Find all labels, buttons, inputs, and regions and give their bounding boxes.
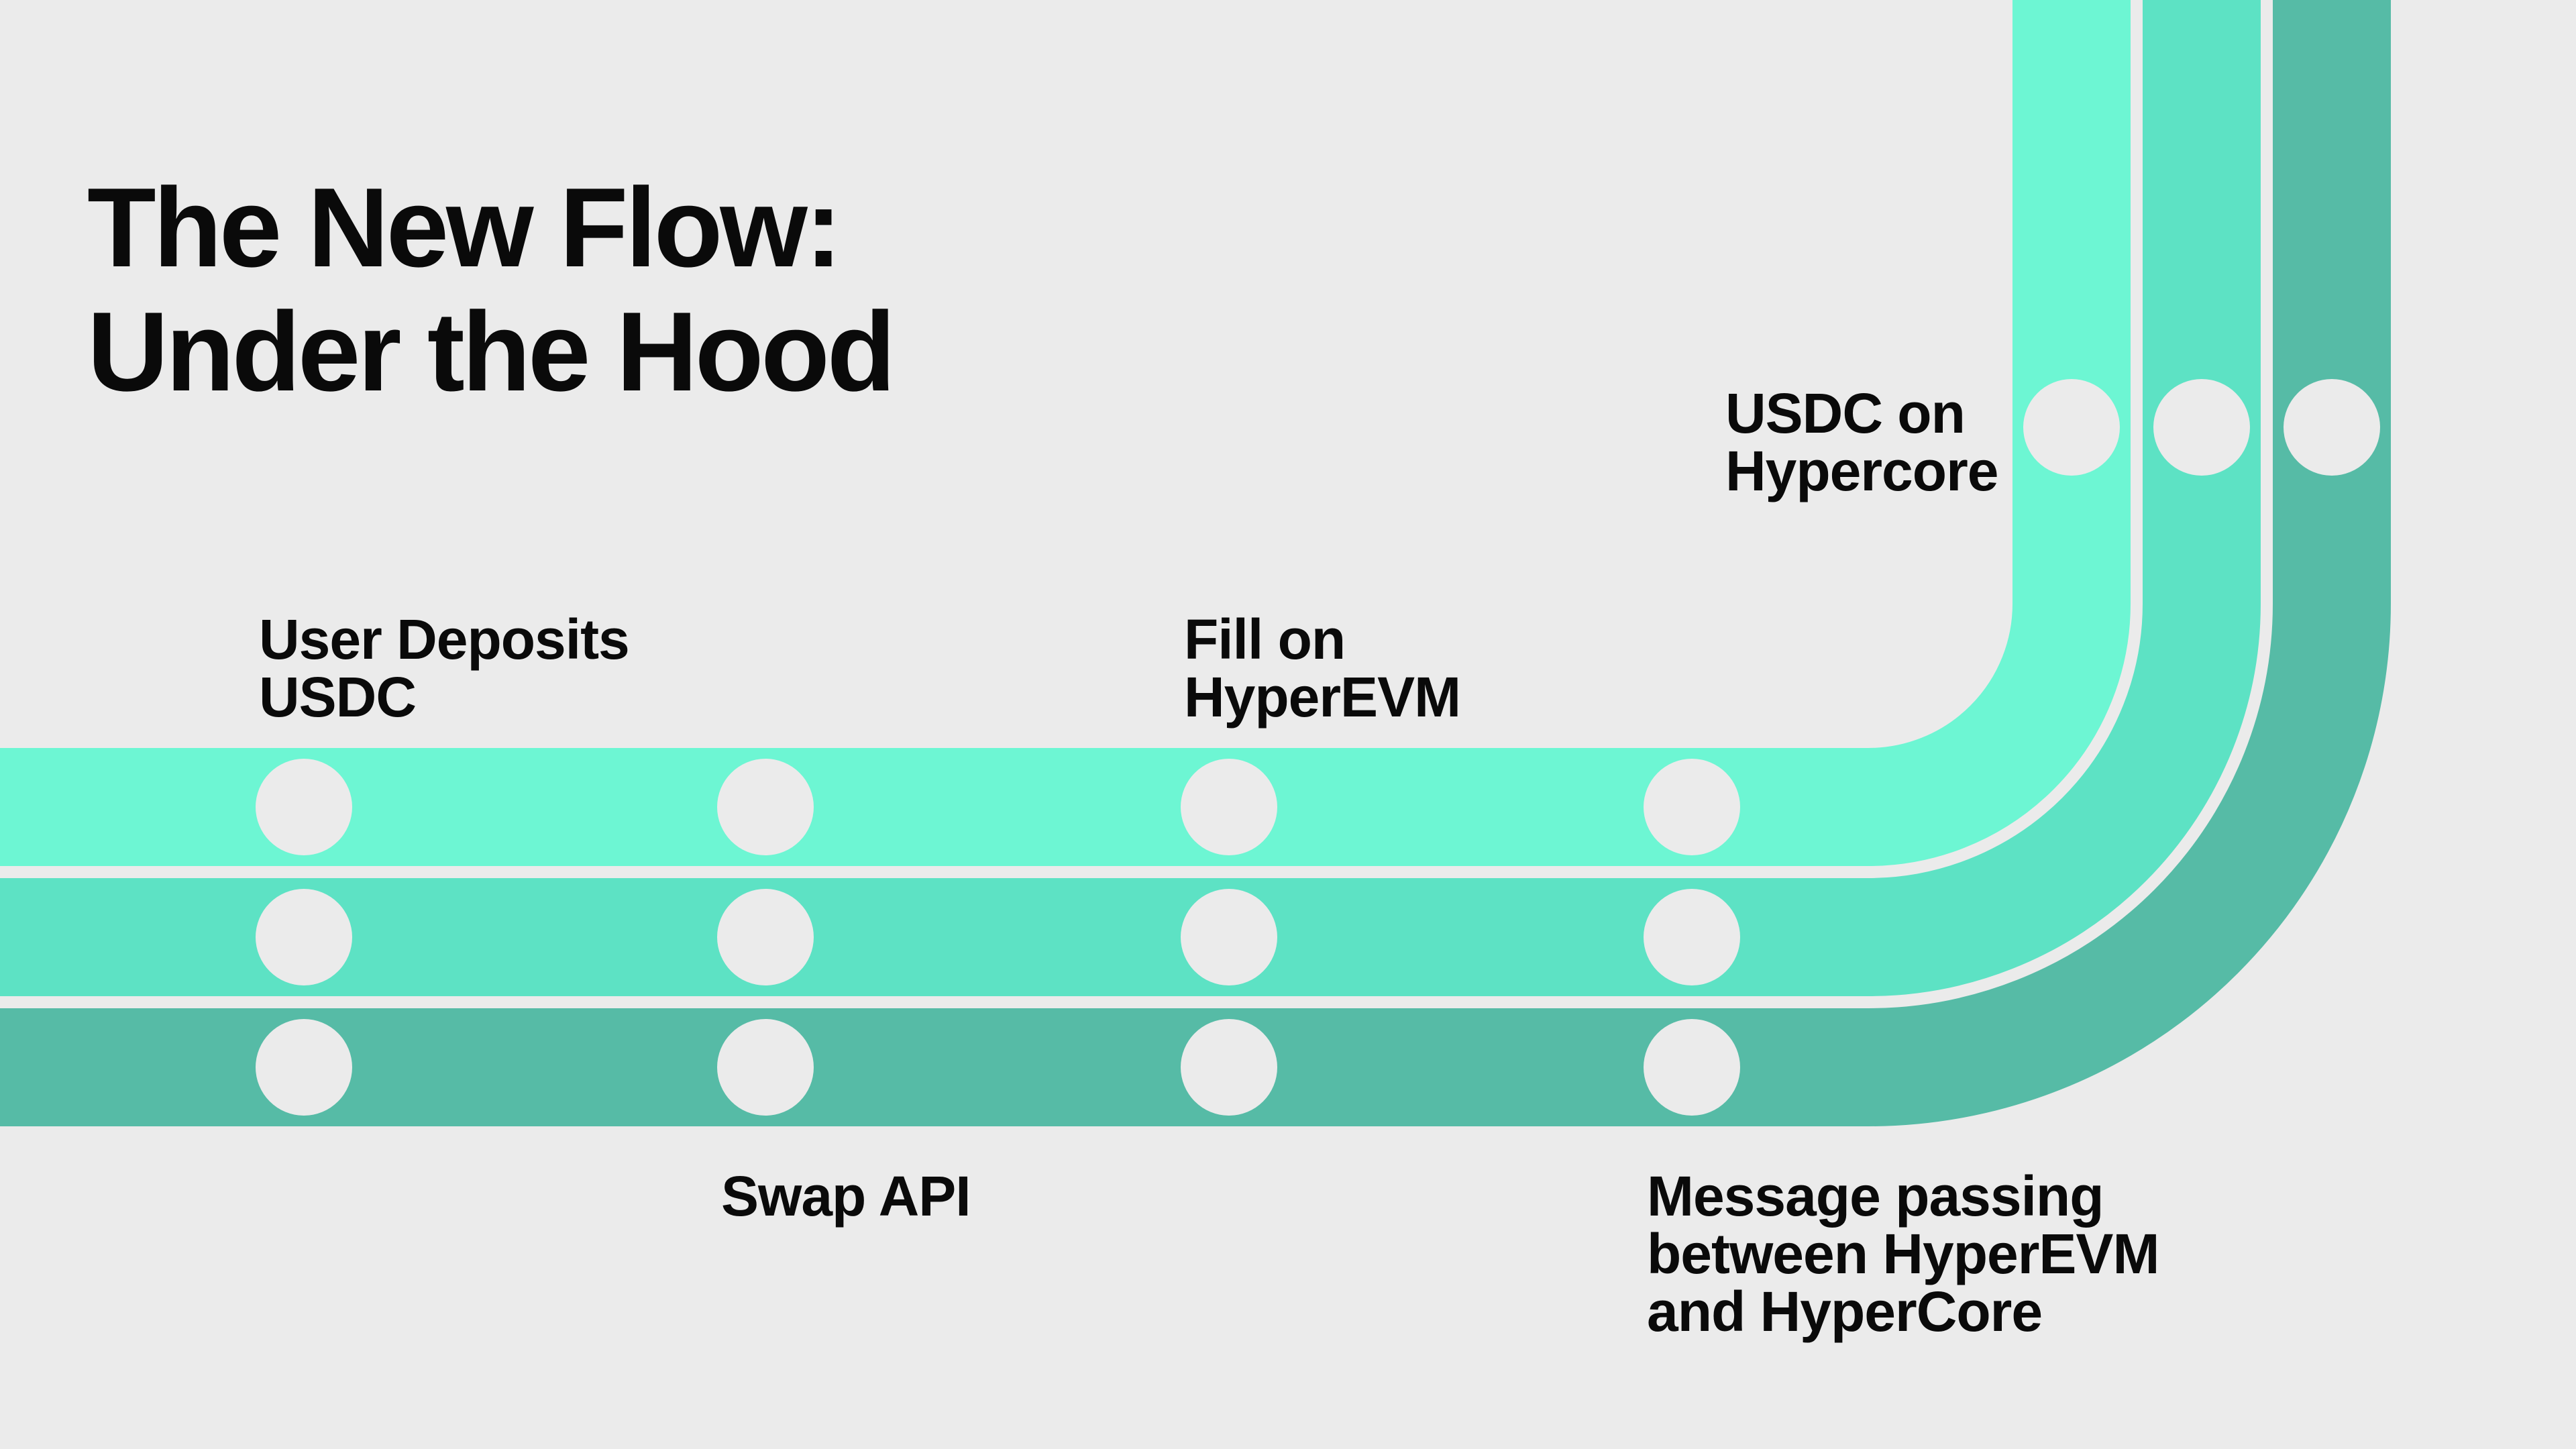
- station-label-line: User Deposits: [259, 608, 630, 671]
- station-dot: [1644, 759, 1740, 855]
- station-label-swap-api: Swap API: [721, 1167, 971, 1225]
- station-label-line: HyperEVM: [1184, 665, 1461, 729]
- station-dot: [2284, 379, 2380, 476]
- station-label-line: USDC on: [1725, 382, 1966, 445]
- station-dot: [717, 889, 814, 985]
- station-label-fill-on-hyperevm: Fill on HyperEVM: [1184, 608, 1461, 729]
- page-title-line: The New Flow:: [87, 164, 843, 290]
- station-label-line: Fill on: [1184, 608, 1346, 671]
- station-dot: [256, 889, 352, 985]
- station-dot: [717, 1019, 814, 1116]
- station-dot: [256, 759, 352, 855]
- station-label-line: and HyperCore: [1647, 1280, 2043, 1343]
- station-dot: [2023, 379, 2120, 476]
- station-label-user-deposits: User Deposits USDC: [259, 608, 630, 729]
- station-label-line: Message passing: [1647, 1165, 2104, 1228]
- station-dot: [256, 1019, 352, 1116]
- station-dot: [2153, 379, 2250, 476]
- station-dot: [1644, 1019, 1740, 1116]
- station-label-line: Hypercore: [1725, 439, 1998, 502]
- page-title-line: Under the Hood: [87, 288, 896, 415]
- flow-line-bottom: [0, 0, 2391, 1126]
- flow-line-middle: [0, 0, 2261, 996]
- flow-line-top: [0, 0, 2131, 866]
- station-dot: [717, 759, 814, 855]
- page-title: The New Flow: Under the Hood: [87, 164, 896, 415]
- station-label-line: Swap API: [721, 1165, 971, 1228]
- station-dot: [1644, 889, 1740, 985]
- station-label-usdc-on-hypercore: USDC on Hypercore: [1725, 384, 1998, 500]
- station-label-line: USDC: [259, 665, 417, 729]
- station-label-line: between HyperEVM: [1647, 1222, 2159, 1285]
- station-label-message-passing: Message passing between HyperEVM and Hyp…: [1647, 1167, 2159, 1340]
- station-dot: [1181, 759, 1277, 855]
- station-dot: [1181, 889, 1277, 985]
- station-dot: [1181, 1019, 1277, 1116]
- station-dots: [256, 379, 2380, 1116]
